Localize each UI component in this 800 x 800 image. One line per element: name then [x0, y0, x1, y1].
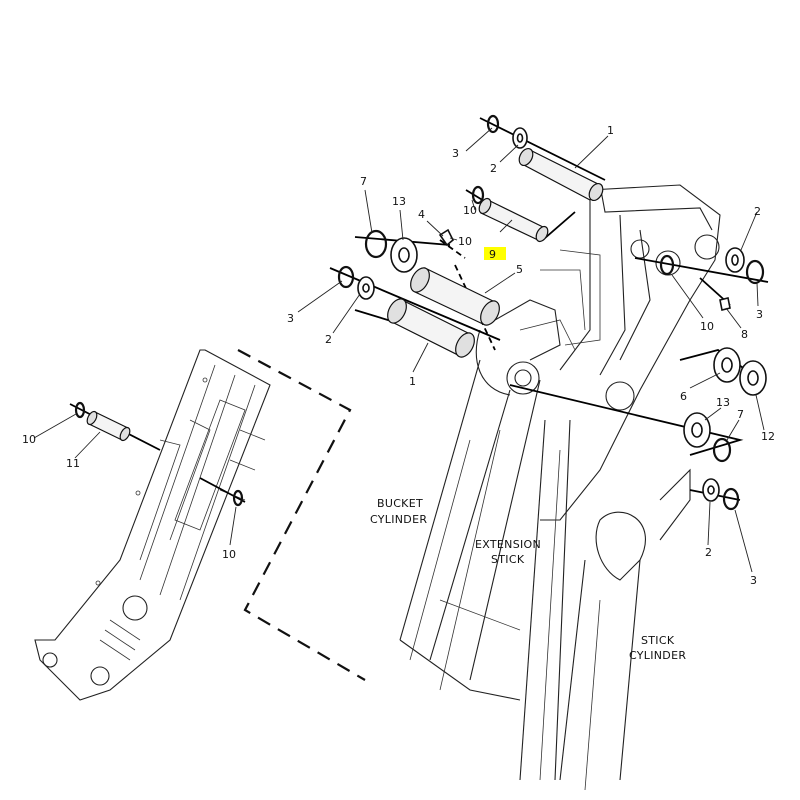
callout-3-top: 3 [452, 147, 459, 160]
stick-cylinder-label-line1: STICK [641, 634, 675, 647]
callout-12: 12 [761, 430, 775, 443]
callout-1-top: 1 [607, 124, 614, 137]
callout-10-far-left: 10 [22, 433, 36, 446]
highlight-marker-9 [484, 247, 506, 260]
callout-10-mid: 10 [458, 235, 472, 248]
bucket-linkage-drawing [34, 349, 271, 701]
extension-stick-label-line2: STICK [491, 553, 525, 566]
callout-11: 11 [66, 457, 80, 470]
callout-13-right: 13 [716, 396, 730, 409]
pin-part-1-mid [387, 298, 475, 358]
callout-10-lower-left: 10 [222, 548, 236, 561]
stick-cylinder-label-line2: CYLINDER [629, 649, 686, 662]
callout-7-left: 7 [360, 175, 367, 188]
callout-6: 6 [680, 390, 687, 403]
dashed-bracket [237, 349, 366, 681]
callout-1-mid: 1 [409, 375, 416, 388]
callout-2-right-top: 2 [754, 205, 761, 218]
pin-part-5 [410, 267, 500, 326]
component-labels: BUCKET CYLINDER EXTENSION STICK STICK CY… [370, 497, 686, 662]
pin-part-1-top [518, 147, 604, 202]
callout-10-right: 10 [700, 320, 714, 333]
callout-2-right-bottom: 2 [705, 546, 712, 559]
callout-8: 8 [741, 328, 748, 341]
stick-assembly-drawing [399, 184, 721, 791]
callout-2-left: 2 [325, 333, 332, 346]
bucket-cylinder-label-line1: BUCKET [377, 497, 423, 510]
bucket-cylinder-label-line2: CYLINDER [370, 513, 427, 526]
callout-4: 4 [418, 208, 425, 221]
callout-5: 5 [516, 263, 523, 276]
extension-stick-label-line1: EXTENSION [475, 538, 541, 551]
callout-13-left: 13 [392, 195, 406, 208]
callout-7-right: 7 [737, 408, 744, 421]
leader-lines [33, 127, 765, 573]
callout-9: 9 [489, 248, 496, 261]
callout-3-left: 3 [287, 312, 294, 325]
washers-and-rings [74, 114, 767, 511]
callout-2-top: 2 [490, 162, 497, 175]
callout-3-right-bottom: 3 [750, 574, 757, 587]
callout-3-right-top: 3 [756, 308, 763, 321]
pin-part-11 [86, 410, 131, 442]
callout-10-upper: 10 [463, 204, 477, 217]
pin-part-9 [478, 197, 549, 243]
callout-numbers: 1 3 2 10 9 7 13 4 10 5 3 2 1 2 3 10 8 6 … [22, 124, 775, 587]
